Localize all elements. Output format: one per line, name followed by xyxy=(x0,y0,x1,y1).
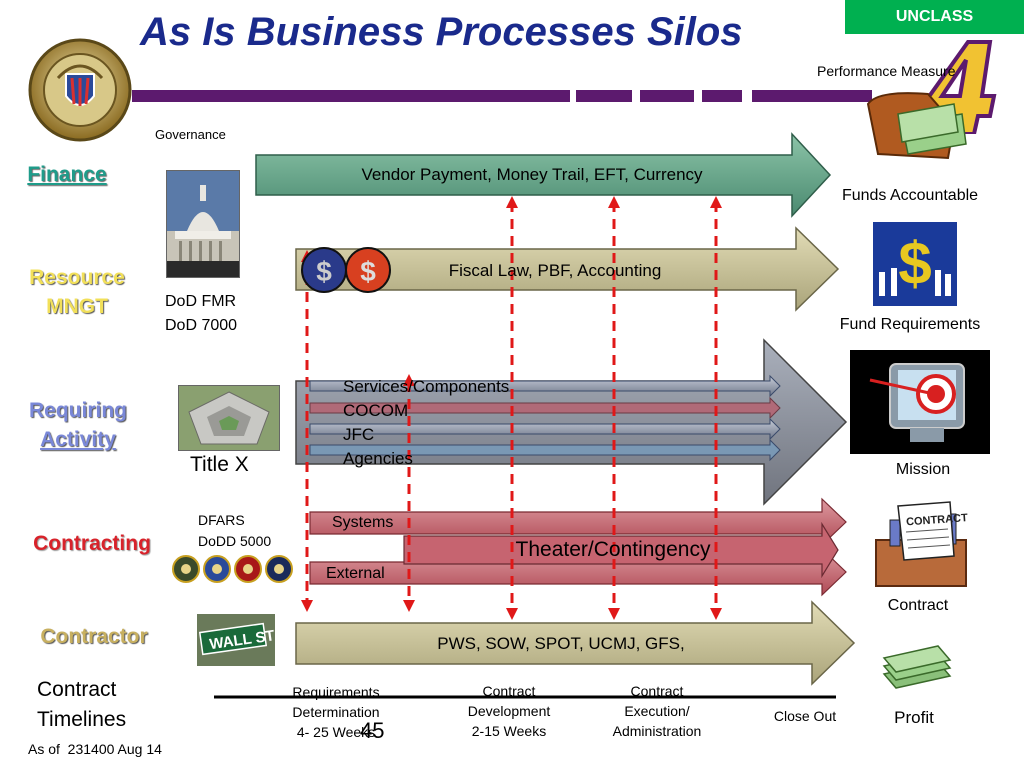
timeline-phase-execution: Contract Execution/ Administration xyxy=(612,683,702,739)
page-title: As Is Business Processes Silos xyxy=(140,10,743,54)
header-bar-segment xyxy=(752,90,872,102)
svg-text:$: $ xyxy=(360,256,376,287)
wallet-money-icon xyxy=(866,92,967,160)
requiring-arrow-labels: Services/Components COCOM JFC Agencies xyxy=(343,377,510,468)
contract-timelines-label: Contract Timelines xyxy=(37,678,127,731)
classification-badge: UNCLASS xyxy=(845,0,1024,34)
svg-text:CONTRACT: CONTRACT xyxy=(906,512,969,528)
finance-arrow-label: Vendor Payment, Money Trail, EFT, Curren… xyxy=(361,165,703,184)
fund-requirements-label: Fund Requirements xyxy=(839,316,981,333)
page-number: 45 xyxy=(360,718,385,743)
mission-label: Mission xyxy=(895,461,951,478)
lane-finance-label: Finance xyxy=(27,163,107,186)
requiring-sub-arrow xyxy=(309,396,781,420)
systems-label: Systems xyxy=(332,514,394,531)
header-bar-segment xyxy=(702,90,742,102)
svg-text:$: $ xyxy=(898,230,931,297)
timeline-phase-requirements: Requirements Determination 4- 25 Weeks xyxy=(292,684,380,740)
contract-label: Contract xyxy=(887,597,949,614)
svg-text:$: $ xyxy=(316,256,332,287)
requiring-sub-arrow xyxy=(309,417,781,441)
capitol-building-image xyxy=(166,170,240,278)
systems-arrow xyxy=(309,497,847,547)
contractor-arrow xyxy=(295,600,856,686)
fund-requirements-image: $ xyxy=(873,222,957,306)
timeline-phase-closeout: Close Out xyxy=(773,708,837,724)
performance-measure-label: Performance Measure xyxy=(817,63,956,79)
requiring-sub-arrow xyxy=(309,374,781,398)
theater-label: Theater/Contingency xyxy=(515,538,711,561)
finance-arrow xyxy=(255,132,832,218)
contracting-governance-refs: DFARS DoDD 5000 xyxy=(198,512,272,549)
timeline-phase-development: Contract Development 2-15 Weeks xyxy=(467,683,551,739)
header-bar-segment xyxy=(576,90,632,102)
resource-arrow-label: Fiscal Law, PBF, Accounting xyxy=(448,261,662,280)
governance-label: Governance xyxy=(155,127,226,142)
contract-document-icon: CONTRACT xyxy=(875,501,969,587)
funds-accountable-label: Funds Accountable xyxy=(841,187,979,204)
contractor-arrow-label: PWS, SOW, SPOT, UCMJ, GFS, xyxy=(437,634,685,653)
service-seals-icon xyxy=(172,555,293,583)
dollar-coin-icons: $ $ xyxy=(301,247,391,293)
lane-contractor-label: Contractor xyxy=(40,625,148,648)
mission-target-image xyxy=(850,350,990,454)
resource-governance-refs: DoD FMR DoD 7000 xyxy=(165,293,238,334)
pentagon-image xyxy=(178,385,280,451)
dashed-connectors xyxy=(305,202,718,612)
header-bar xyxy=(132,90,570,102)
as-of-date: As of 231400 Aug 14 xyxy=(28,741,162,757)
external-label: External xyxy=(326,565,385,582)
wall-street-sign-image: WALL ST xyxy=(197,614,275,666)
header-bar-segment xyxy=(640,90,694,102)
profit-label: Profit xyxy=(894,708,934,727)
money-stack-icon xyxy=(882,645,952,689)
title-x-label: Title X xyxy=(190,453,249,476)
requiring-sub-arrow xyxy=(309,438,781,462)
joint-chiefs-seal-icon xyxy=(28,38,132,142)
lane-contracting-label: Contracting xyxy=(33,532,151,555)
